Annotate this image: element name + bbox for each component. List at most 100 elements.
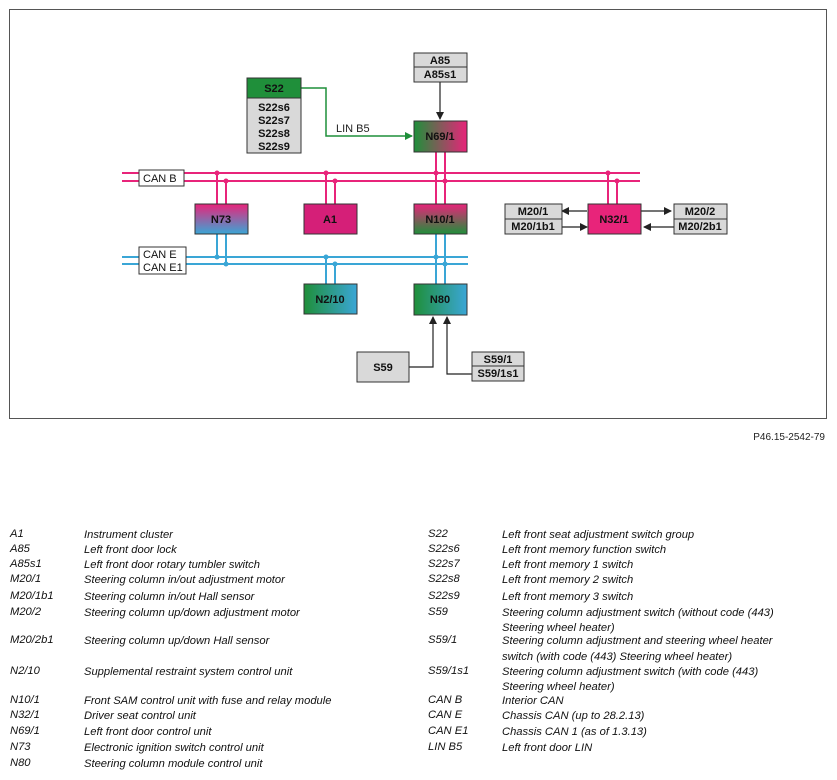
lin-b5-label: LIN B5 (336, 123, 370, 135)
legend-desc: Left front memory function switch (502, 544, 667, 556)
legend-code: S22s7 (428, 558, 460, 570)
legend-desc-cont: Steering wheel heater) (502, 622, 615, 634)
s22s7-label: S22s7 (258, 115, 290, 127)
legend-code: S22 (428, 528, 448, 540)
n69-1-box: N69/1 (413, 120, 468, 153)
s59-1-to-n80-arrow (443, 316, 472, 375)
a85-box: A85 A85s1 (413, 52, 468, 83)
legend-desc: Steering column adjustment and steering … (502, 635, 773, 647)
legend-desc: Left front seat adjustment switch group (502, 529, 695, 541)
legend-code: S22s9 (428, 590, 460, 602)
legend-desc: Instrument cluster (84, 529, 173, 541)
n32-1-box: N32/1 (587, 203, 642, 235)
m20-1-box: M20/1 M20/1b1 (504, 203, 563, 235)
legend-desc: Left front door lock (84, 544, 177, 556)
legend-desc: Chassis CAN 1 (as of 1.3.13) (502, 726, 647, 738)
legend-desc-cont: Steering wheel heater) (502, 681, 615, 693)
legend-code: M20/1b1 (10, 590, 54, 602)
legend-desc: Steering column in/out Hall sensor (84, 591, 255, 603)
s22-title: S22 (264, 83, 284, 95)
legend-code: A85 (10, 543, 30, 555)
legend-desc: Left front door rotary tumbler switch (84, 559, 260, 571)
legend-code: N80 (10, 757, 31, 769)
svg-text:N32/1: N32/1 (599, 214, 628, 226)
legend-code: N2/10 (10, 665, 40, 677)
legend-desc: Front SAM control unit with fuse and rel… (84, 695, 332, 707)
legend-desc: Left front door LIN (502, 742, 593, 754)
svg-text:N2/10: N2/10 (315, 294, 344, 306)
svg-text:S59/1s1: S59/1s1 (478, 368, 519, 380)
s59-box: S59 (356, 351, 410, 383)
legend-desc: Supplemental restraint system control un… (84, 666, 293, 678)
can-b-bus (122, 172, 640, 182)
svg-text:A85s1: A85s1 (424, 69, 456, 81)
svg-text:S59/1: S59/1 (484, 354, 513, 366)
legend-desc: Steering column up/down Hall sensor (84, 635, 270, 647)
can-e-label-box: CAN E CAN E1 (138, 246, 187, 275)
legend-desc: Electronic ignition switch control unit (84, 742, 264, 754)
legend-desc: Chassis CAN (up to 28.2.13) (502, 710, 645, 722)
svg-text:M20/2: M20/2 (685, 206, 716, 218)
legend-desc: Steering column adjustment switch (witho… (502, 607, 774, 619)
legend-desc: Interior CAN (502, 695, 564, 707)
n73-box: N73 (194, 203, 249, 235)
svg-text:N69/1: N69/1 (425, 131, 454, 143)
m20-2-box: M20/2 M20/2b1 (673, 203, 728, 235)
n10-1-box: N10/1 (413, 203, 468, 235)
s22s6-label: S22s6 (258, 102, 290, 114)
can-e-drops (216, 234, 446, 284)
n80-box: N80 (413, 283, 468, 316)
legend-desc: Left front memory 2 switch (502, 574, 634, 586)
can-b-drops (216, 152, 618, 204)
svg-text:A1: A1 (323, 214, 337, 226)
network-diagram: LIN B5 CAN B CAN E CAN E1 S22 S22s6 S22s… (122, 52, 728, 383)
svg-text:N10/1: N10/1 (425, 214, 454, 226)
lin-b5-line (301, 87, 413, 140)
legend-code: LIN B5 (428, 741, 463, 753)
legend-code: S59 (428, 606, 448, 618)
legend-desc: Left front memory 3 switch (502, 591, 634, 603)
legend-desc: Left front memory 1 switch (502, 559, 634, 571)
s59-to-n80-arrow (409, 316, 437, 368)
s22-switch-group: S22 S22s6 S22s7 S22s8 S22s9 (246, 77, 302, 154)
legend-code: S59/1 (428, 634, 458, 646)
svg-text:M20/1b1: M20/1b1 (511, 221, 554, 233)
figure-reference: P46.15-2542-79 (753, 432, 825, 443)
s22s8-label: S22s8 (258, 128, 290, 140)
legend-code: M20/2b1 (10, 634, 54, 646)
legend-desc: Steering column adjustment switch (with … (502, 666, 759, 678)
legend-desc: Driver seat control unit (84, 710, 196, 722)
svg-text:N73: N73 (211, 214, 231, 226)
legend-code: S22s8 (428, 573, 460, 585)
can-e-junctions (214, 254, 448, 267)
can-b-junctions (214, 170, 620, 184)
legend-desc: Steering column module control unit (84, 758, 263, 770)
a1-box: A1 (303, 203, 358, 235)
svg-text:CAN B: CAN B (143, 173, 177, 185)
legend-code: A85s1 (10, 558, 42, 570)
legend-code: N69/1 (10, 725, 40, 737)
legend-desc-cont: switch (with code (443) Steering wheel h… (502, 651, 733, 663)
svg-text:N80: N80 (430, 294, 450, 306)
legend-code: CAN E1 (428, 725, 469, 737)
legend-desc: Steering column in/out adjustment motor (84, 574, 285, 586)
legend-code: S59/1s1 (428, 665, 470, 677)
svg-text:CAN E1: CAN E1 (143, 262, 183, 274)
legend-code: N32/1 (10, 709, 40, 721)
legend-code: S22s6 (428, 543, 460, 555)
svg-text:A85: A85 (430, 55, 450, 67)
n2-10-box: N2/10 (303, 283, 358, 315)
can-b-label-box: CAN B (138, 169, 185, 187)
legend-code: M20/2 (10, 606, 42, 618)
svg-text:M20/2b1: M20/2b1 (678, 221, 721, 233)
legend-desc: Left front door control unit (84, 726, 212, 738)
legend-code: A1 (10, 528, 24, 540)
svg-text:CAN E: CAN E (143, 249, 177, 261)
legend-code: CAN B (428, 694, 463, 706)
diagram-frame (9, 9, 827, 419)
s22s9-label: S22s9 (258, 141, 290, 153)
svg-text:S59: S59 (373, 362, 393, 374)
legend-desc: Steering column up/down adjustment motor (84, 607, 300, 619)
legend-code: N10/1 (10, 694, 40, 706)
svg-text:M20/1: M20/1 (518, 206, 549, 218)
